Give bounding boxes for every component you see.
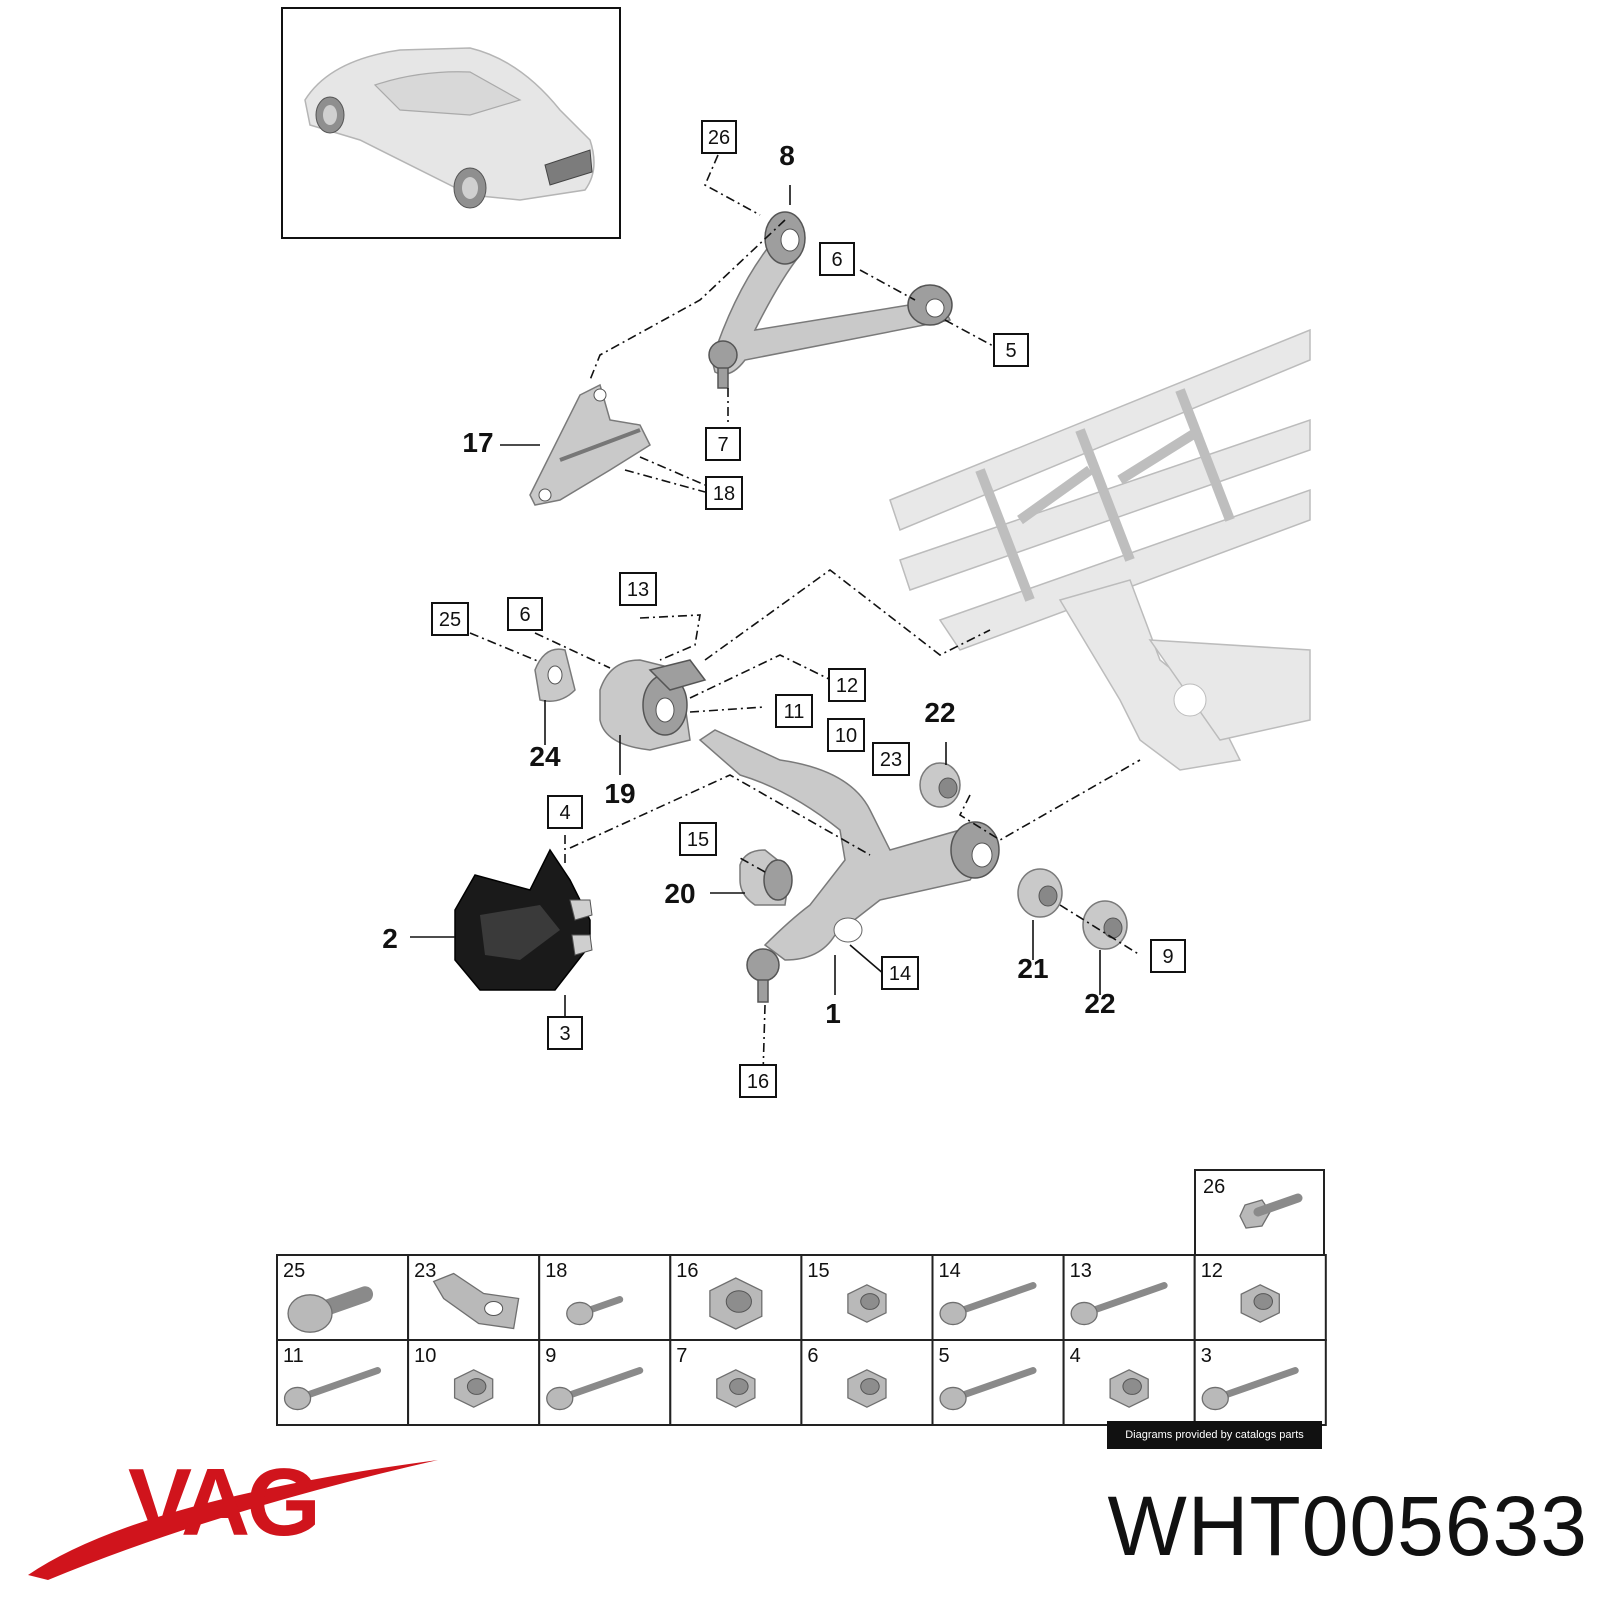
grid-cell-7: 7 (676, 1345, 687, 1367)
short-bolt-icon (566, 1296, 624, 1326)
grid-cell-4: 4 (1070, 1345, 1081, 1367)
svg-text:VAG: VAG (128, 1449, 317, 1556)
grid-cell-6: 6 (807, 1345, 818, 1367)
svg-text:25: 25 (439, 609, 461, 631)
bracket-shield (454, 848, 593, 991)
svg-text:16: 16 (747, 1071, 769, 1093)
svg-text:12: 12 (836, 675, 858, 697)
long-bolt-icon (939, 1367, 1037, 1411)
callout-8: 8 (779, 140, 795, 171)
grid-cell-25: 25 (283, 1260, 305, 1282)
vag-logo: VAG (28, 1449, 438, 1580)
callout-4: 4 (547, 795, 583, 829)
callout-25: 25 (431, 602, 469, 636)
callout-12: 12 (828, 668, 866, 702)
long-bolt-icon (546, 1367, 644, 1411)
long-bolt-icon (1201, 1367, 1299, 1411)
nut-icon (847, 1284, 887, 1323)
grid-cell-14: 14 (939, 1260, 961, 1282)
grid-cell-18: 18 (545, 1260, 567, 1282)
callout-13: 13 (619, 572, 657, 606)
fastener-grid: 26 25 23 18 16 15 14 13 12 11 10 9 7 6 5 4 3 (276, 1169, 1327, 1426)
callout-14: 14 (881, 956, 919, 990)
grid-cell-16: 16 (676, 1260, 698, 1282)
part-number: WHT005633 (1107, 1479, 1588, 1573)
svg-text:9: 9 (1162, 946, 1173, 968)
callout-24: 24 (529, 741, 561, 772)
callout-6-upper: 6 (819, 242, 855, 276)
grid-cell-3: 3 (1201, 1345, 1212, 1367)
bushing-20 (739, 849, 793, 906)
vehicle-thumbnail (281, 7, 621, 239)
grid-cell-23: 23 (414, 1260, 436, 1282)
subframe (889, 328, 1311, 771)
flange-bolt-icon (287, 1286, 374, 1333)
callout-5: 5 (993, 333, 1029, 367)
callout-19: 19 (604, 778, 635, 809)
svg-text:15: 15 (687, 829, 709, 851)
svg-text:4: 4 (559, 802, 570, 824)
bracket-icon (432, 1272, 520, 1330)
grid-cell-11: 11 (283, 1345, 304, 1367)
grid-cell-13: 13 (1070, 1260, 1092, 1282)
lower-control-arm (698, 729, 1000, 1003)
grid-cell-15: 15 (807, 1260, 829, 1282)
bushing-19 (599, 659, 707, 751)
grid-cell-12: 12 (1201, 1260, 1223, 1282)
bushing-22-lower (1082, 900, 1128, 950)
callout-21: 21 (1017, 953, 1048, 984)
svg-text:6: 6 (519, 604, 530, 626)
callout-7: 7 (705, 427, 741, 461)
grid-cell-5: 5 (939, 1345, 950, 1367)
height-sensor-bracket (529, 383, 651, 506)
big-nut-icon (709, 1277, 763, 1330)
bolt-icon (1239, 1193, 1303, 1229)
grid-cell-26: 26 (1203, 1176, 1225, 1198)
nut-icon (453, 1369, 494, 1408)
callout-11: 11 (775, 694, 813, 728)
grid-cell-10: 10 (414, 1345, 436, 1367)
callout-1: 1 (825, 998, 841, 1029)
diagram-credit: Diagrams provided by catalogs parts (1107, 1421, 1322, 1449)
svg-text:11: 11 (784, 701, 805, 723)
callout-6-lower: 6 (507, 597, 543, 631)
long-bolt-icon (1070, 1282, 1168, 1326)
nut-icon (847, 1369, 887, 1408)
callout-10: 10 (827, 718, 865, 752)
nut-icon (716, 1369, 756, 1408)
svg-text:18: 18 (713, 483, 735, 505)
callout-20: 20 (664, 878, 695, 909)
upper-control-arm (708, 211, 953, 389)
long-bolt-icon (939, 1282, 1037, 1326)
svg-text:7: 7 (717, 434, 728, 456)
callout-3: 3 (547, 1016, 583, 1050)
nut-icon (1240, 1284, 1280, 1323)
bushing-21 (1017, 868, 1063, 918)
callout-16: 16 (739, 1064, 777, 1098)
svg-text:14: 14 (889, 963, 911, 985)
callout-9: 9 (1150, 939, 1186, 973)
svg-text:23: 23 (880, 749, 902, 771)
callout-22-upper: 22 (924, 697, 955, 728)
callout-18: 18 (705, 476, 743, 510)
callout-22-lower: 22 (1084, 988, 1115, 1019)
svg-text:13: 13 (627, 579, 649, 601)
long-bolt-icon (283, 1367, 382, 1411)
svg-text:5: 5 (1005, 340, 1016, 362)
svg-text:26: 26 (708, 127, 730, 149)
grid-cell-9: 9 (545, 1345, 556, 1367)
bushing-22-upper (919, 762, 961, 808)
svg-text:6: 6 (831, 249, 842, 271)
svg-text:3: 3 (559, 1023, 570, 1045)
svg-text:10: 10 (835, 725, 857, 747)
callout-23: 23 (872, 742, 910, 776)
callout-26: 26 (701, 120, 737, 154)
leader-lines (410, 154, 1141, 1076)
callout-2: 2 (382, 923, 398, 954)
callout-15: 15 (679, 822, 717, 856)
nut-icon (1109, 1369, 1149, 1408)
callout-17: 17 (462, 427, 493, 458)
washer-24 (534, 648, 576, 702)
